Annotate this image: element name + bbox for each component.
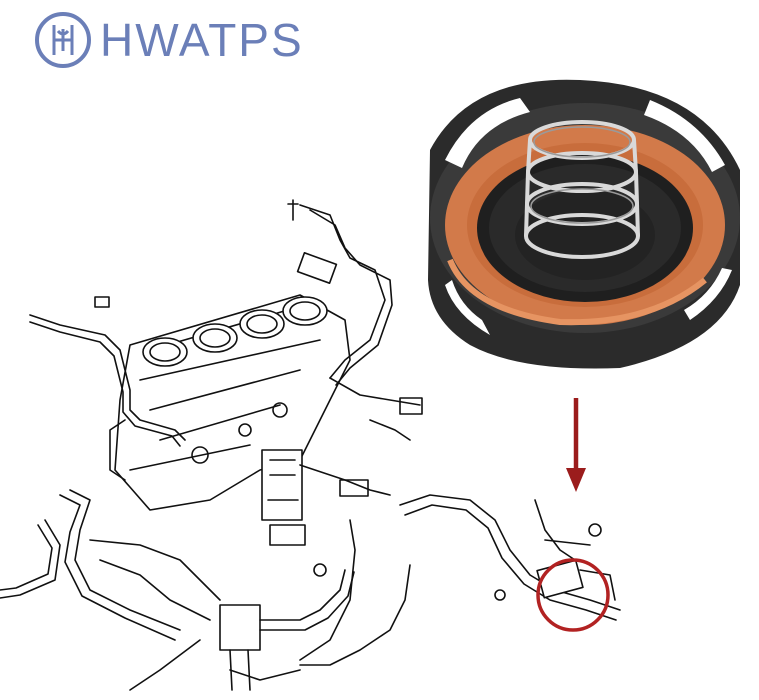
hwatps-logo-icon	[35, 12, 91, 68]
brand-logo: HWATPS	[34, 8, 304, 72]
down-arrow-icon	[566, 398, 586, 492]
brand-name: HWATPS	[100, 14, 304, 66]
engine-diagram	[0, 199, 621, 691]
valve-cover-cap	[428, 79, 740, 369]
highlight-circle	[536, 558, 610, 632]
